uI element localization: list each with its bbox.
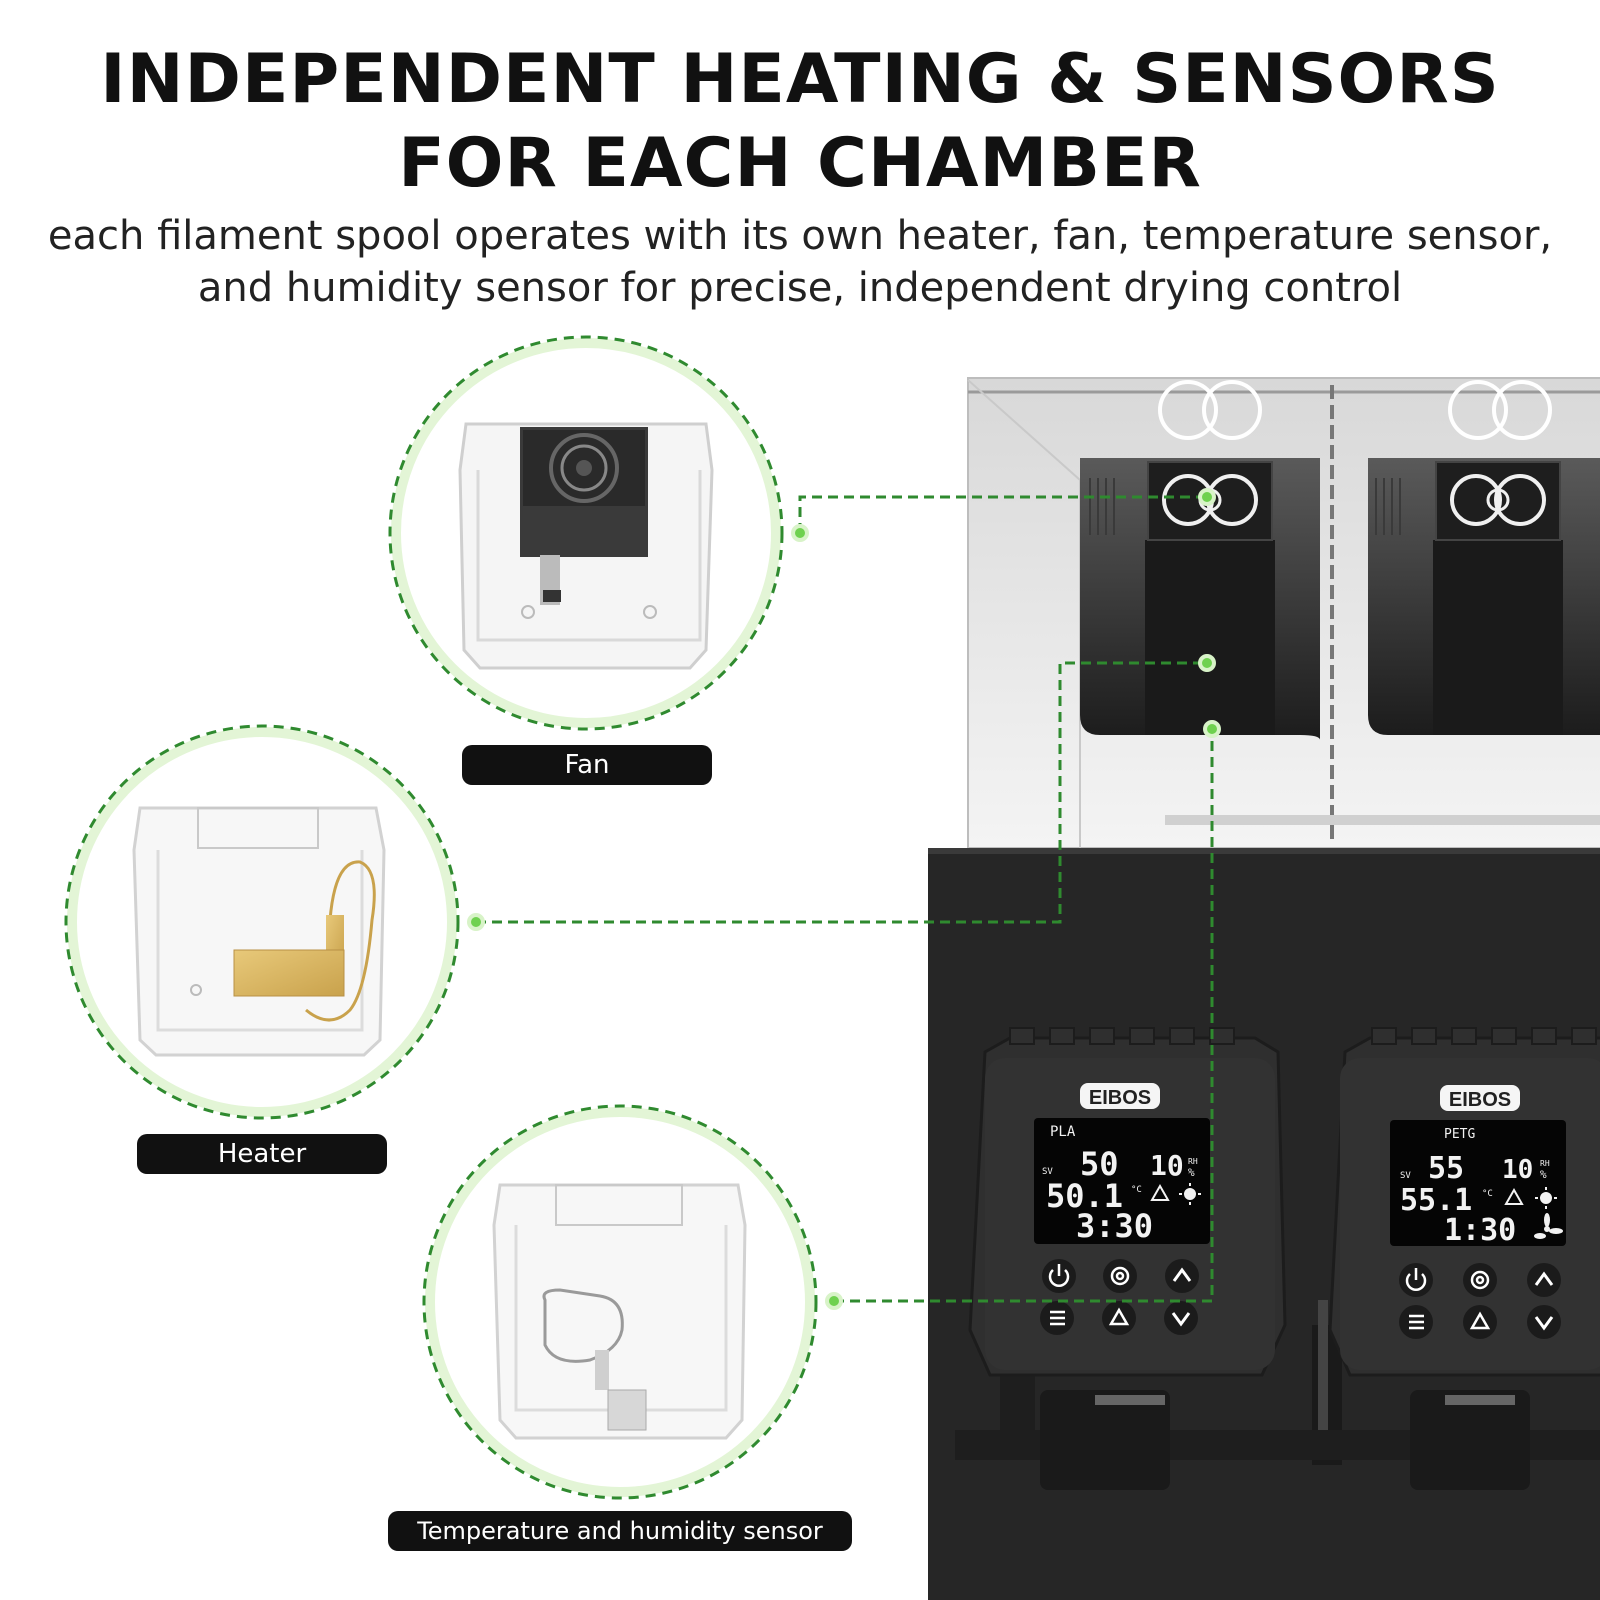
set-temperature: 50 <box>1080 1145 1119 1183</box>
sun-icon <box>1179 1183 1201 1205</box>
brand-logo: EIBOS <box>1089 1087 1151 1109</box>
power-button[interactable] <box>1042 1259 1076 1293</box>
recycle-icon <box>1150 1183 1170 1201</box>
humidity-value: 10 <box>1150 1149 1184 1182</box>
power-icon <box>1405 1268 1427 1291</box>
fan-module-illustration <box>458 422 714 670</box>
percent-unit: % <box>1540 1168 1547 1181</box>
fan-icon <box>1534 1213 1563 1239</box>
fan-icon <box>1435 461 1561 541</box>
recycle-icon <box>1108 1307 1130 1326</box>
leader-dots <box>467 488 1221 1310</box>
menu-icon <box>1409 1314 1424 1330</box>
brand-badge <box>1440 1085 1520 1111</box>
leader-lines <box>476 495 1214 1303</box>
rh-unit: RH <box>1188 1157 1198 1166</box>
celsius-unit: °C <box>1131 1185 1142 1195</box>
settings-button[interactable] <box>1103 1259 1137 1293</box>
timer-value: 1:30 <box>1444 1213 1516 1248</box>
up-arrow-icon <box>1534 1271 1554 1286</box>
fan-label: Fan <box>462 745 712 785</box>
fan-callout-circle <box>388 335 784 731</box>
control-panel-right: EIBOS PETG SV 55 10 RH % 55.1 °C 1:30 <box>1328 1027 1600 1377</box>
up-button[interactable] <box>1527 1263 1561 1297</box>
rh-unit: RH <box>1540 1159 1550 1168</box>
sensor-label: Temperature and humidity sensor <box>388 1511 852 1551</box>
subheadline-line-1: each filament spool operates with its ow… <box>47 213 1553 259</box>
material-label: PETG <box>1444 1127 1475 1142</box>
heater-leader-line <box>476 661 1207 924</box>
up-arrow-icon <box>1172 1267 1192 1282</box>
fan-leader-line <box>798 495 1207 533</box>
current-temperature: 55.1 <box>1400 1183 1472 1218</box>
sensor-callout-circle <box>422 1104 818 1500</box>
subheadline-line-2: and humidity sensor for precise, indepen… <box>197 265 1403 311</box>
sensor-module-illustration <box>492 1183 747 1440</box>
headline-line-1: INDEPENDENT HEATING & SENSORS <box>100 40 1500 119</box>
percent-unit: % <box>1188 1166 1195 1179</box>
menu-icon <box>1050 1310 1065 1326</box>
brand-badge <box>1080 1083 1160 1109</box>
settings-button[interactable] <box>1463 1263 1497 1297</box>
recycle-icon <box>1504 1187 1524 1205</box>
humidity-value: 10 <box>1502 1155 1533 1185</box>
power-icon <box>1048 1264 1070 1287</box>
heater-callout-circle <box>64 724 460 1120</box>
dryer-device <box>928 377 1600 1600</box>
sun-icon <box>1535 1187 1557 1209</box>
top-fan-grille-left <box>1158 380 1262 440</box>
brand-logo: EIBOS <box>1449 1089 1511 1111</box>
sv-label: SV <box>1400 1171 1411 1181</box>
top-fan-grille-right <box>1448 380 1552 440</box>
headline: INDEPENDENT HEATING & SENSORS FOR EACH C… <box>0 38 1600 206</box>
down-button[interactable] <box>1164 1301 1198 1335</box>
timer-value: 3:30 <box>1076 1207 1153 1245</box>
celsius-unit: °C <box>1482 1189 1493 1199</box>
down-button[interactable] <box>1527 1305 1561 1339</box>
lcd-screen <box>1390 1120 1566 1246</box>
headline-line-2: FOR EACH CHAMBER <box>398 124 1202 203</box>
menu-button[interactable] <box>1040 1301 1074 1335</box>
set-temperature: 55 <box>1428 1151 1464 1186</box>
recycle-icon <box>1469 1311 1491 1330</box>
subheadline: each filament spool operates with its ow… <box>0 210 1600 314</box>
gear-icon <box>1110 1266 1130 1286</box>
down-arrow-icon <box>1534 1316 1554 1331</box>
menu-button[interactable] <box>1399 1305 1433 1339</box>
current-temperature: 50.1 <box>1046 1177 1123 1215</box>
cycle-button[interactable] <box>1463 1305 1497 1339</box>
power-button[interactable] <box>1399 1263 1433 1297</box>
heater-module-illustration <box>132 806 386 1057</box>
lcd-screen <box>1034 1118 1210 1244</box>
material-label: PLA <box>1050 1124 1076 1140</box>
control-panel-left: EIBOS PLA SV 50 10 RH % 50.1 °C 3:30 <box>968 1027 1287 1377</box>
down-arrow-icon <box>1171 1312 1191 1327</box>
cycle-button[interactable] <box>1102 1301 1136 1335</box>
sv-label: SV <box>1042 1167 1053 1177</box>
up-button[interactable] <box>1165 1259 1199 1293</box>
heater-label: Heater <box>137 1134 387 1174</box>
sensor-leader-line <box>834 729 1214 1303</box>
gear-icon <box>1470 1270 1490 1290</box>
